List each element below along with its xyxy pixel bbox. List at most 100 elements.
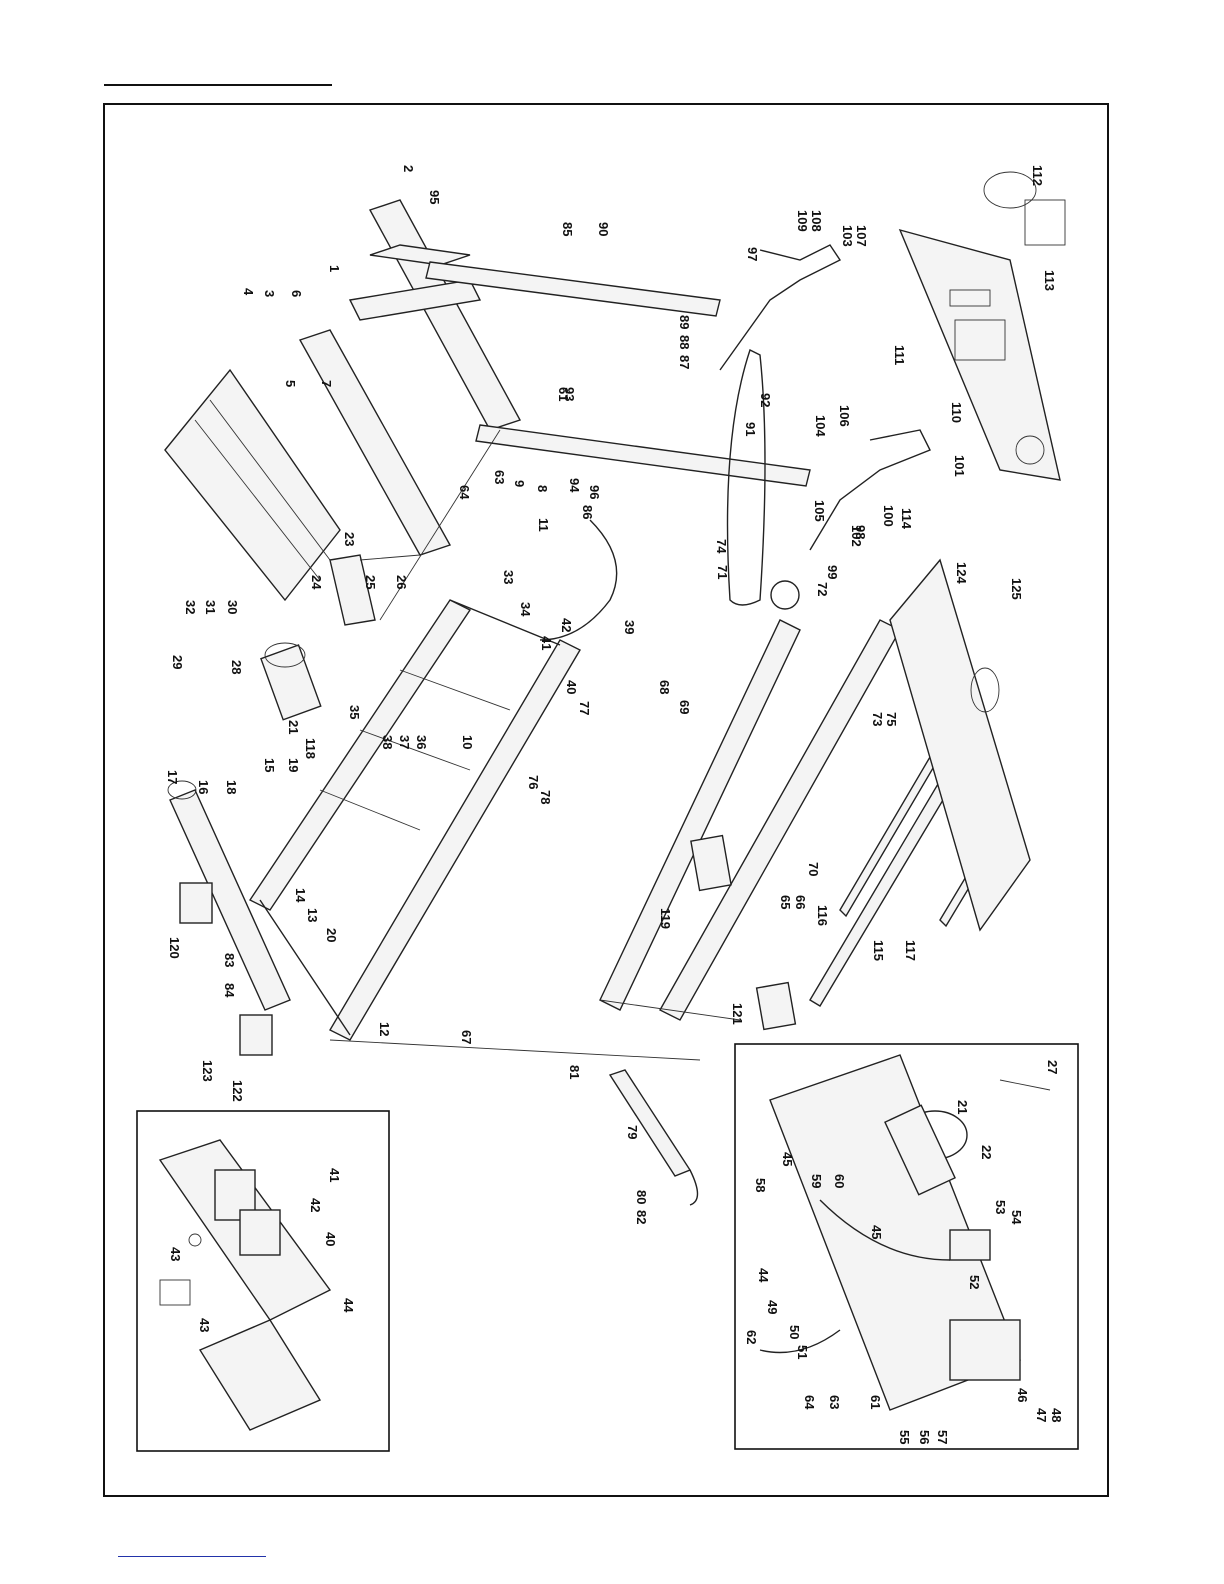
callout: 112 xyxy=(1030,165,1045,186)
callout: 13 xyxy=(305,908,320,922)
callout: 82 xyxy=(634,1210,649,1224)
callout: 19 xyxy=(286,758,301,772)
callout: 81 xyxy=(567,1065,582,1079)
callout: 34 xyxy=(518,602,533,617)
callout: 117 xyxy=(903,940,918,961)
callout: 105 xyxy=(812,500,827,522)
callout: 8 xyxy=(535,485,550,492)
callouts-inset-left: 40 41 42 43 43 44 xyxy=(168,1168,356,1332)
callout: 73 xyxy=(870,712,885,726)
callout: 41 xyxy=(539,636,554,650)
callout: 109 xyxy=(795,210,810,232)
callout: 28 xyxy=(229,660,244,674)
callout: 102 xyxy=(849,525,864,547)
callout: 96 xyxy=(587,485,602,499)
callout: 85 xyxy=(560,222,575,236)
callout: 21 xyxy=(286,720,301,734)
callout: 49 xyxy=(765,1300,780,1314)
inset-right-drawing xyxy=(734,1043,1079,1450)
callout: 36 xyxy=(414,735,429,749)
callout: 33 xyxy=(501,570,516,584)
callouts-main: 1 2 3 4 5 6 7 8 9 10 11 12 13 14 15 16 1… xyxy=(165,165,1057,1224)
callout: 48 xyxy=(1049,1408,1064,1422)
callout: 62 xyxy=(744,1330,759,1344)
callout: 104 xyxy=(813,415,828,437)
callout: 12 xyxy=(377,1022,392,1036)
callout: 121 xyxy=(730,1003,745,1025)
callout: 55 xyxy=(897,1430,912,1444)
callout: 39 xyxy=(622,620,637,634)
callout: 113 xyxy=(1042,270,1057,291)
callout: 11 xyxy=(536,518,551,532)
callout: 100 xyxy=(881,505,896,527)
callout: 122 xyxy=(230,1080,245,1102)
callout: 31 xyxy=(203,600,218,614)
callout: 123 xyxy=(200,1060,215,1082)
callout: 44 xyxy=(756,1268,771,1283)
callout: 24 xyxy=(309,575,324,590)
callout: 68 xyxy=(657,680,672,694)
callout: 69 xyxy=(677,700,692,714)
callout: 88 xyxy=(677,335,692,349)
callout: 114 xyxy=(899,508,914,530)
callout: 14 xyxy=(293,888,308,903)
callout: 76 xyxy=(526,775,541,789)
callout: 78 xyxy=(538,790,553,804)
callout: 41 xyxy=(327,1168,342,1182)
callout: 30 xyxy=(225,600,240,614)
callout: 52 xyxy=(967,1275,982,1289)
callout: 108 xyxy=(809,210,824,232)
callout: 47 xyxy=(1034,1408,1049,1422)
callout: 53 xyxy=(993,1200,1008,1214)
callout: 5 xyxy=(283,380,298,387)
callout: 91 xyxy=(743,422,758,436)
callout: 67 xyxy=(459,1030,474,1044)
diagram-frame xyxy=(103,103,1109,1497)
callout: 27 xyxy=(1045,1060,1060,1074)
callout: 79 xyxy=(625,1125,640,1139)
callout: 119 xyxy=(658,908,673,929)
callout: 75 xyxy=(884,712,899,726)
callout: 45 xyxy=(869,1225,884,1239)
callout: 120 xyxy=(167,937,182,959)
callout: 51 xyxy=(795,1345,810,1359)
callout: 124 xyxy=(954,562,969,584)
callout: 101 xyxy=(952,455,967,477)
callout: 7 xyxy=(319,380,334,387)
callout: 70 xyxy=(806,862,821,876)
callout: 118 xyxy=(303,738,318,759)
callout: 44 xyxy=(341,1298,356,1313)
callout: 64 xyxy=(457,485,472,500)
callout: 65 xyxy=(778,895,793,909)
callout: 10 xyxy=(460,735,475,749)
callout: 87 xyxy=(677,355,692,369)
callout: 21 xyxy=(955,1100,970,1114)
callout: 86 xyxy=(580,505,595,519)
callout: 40 xyxy=(323,1232,338,1246)
callout: 84 xyxy=(222,983,237,998)
callout: 107 xyxy=(854,225,869,247)
callout: 35 xyxy=(347,705,362,719)
callout: 106 xyxy=(837,405,852,427)
footer-rule xyxy=(118,1556,266,1557)
callout: 43 xyxy=(168,1247,183,1261)
callout: 3 xyxy=(262,290,277,297)
callout: 89 xyxy=(677,315,692,329)
callout: 99 xyxy=(825,565,840,579)
callouts-inset-right: 21 22 27 44 45 45 46 47 48 49 50 51 52 5… xyxy=(744,1060,1064,1444)
callout: 90 xyxy=(596,222,611,236)
callout: 18 xyxy=(224,780,239,794)
callout: 63 xyxy=(827,1395,842,1409)
callout: 80 xyxy=(634,1190,649,1204)
callout: 95 xyxy=(427,190,442,204)
callout: 17 xyxy=(165,770,180,784)
callout: 22 xyxy=(979,1145,994,1159)
callout: 26 xyxy=(394,575,409,589)
callout: 115 xyxy=(871,940,886,961)
callout: 45 xyxy=(780,1152,795,1166)
callout: 94 xyxy=(567,478,582,493)
callout: 72 xyxy=(815,582,830,596)
callout: 9 xyxy=(512,480,527,487)
callout: 111 xyxy=(892,345,907,365)
